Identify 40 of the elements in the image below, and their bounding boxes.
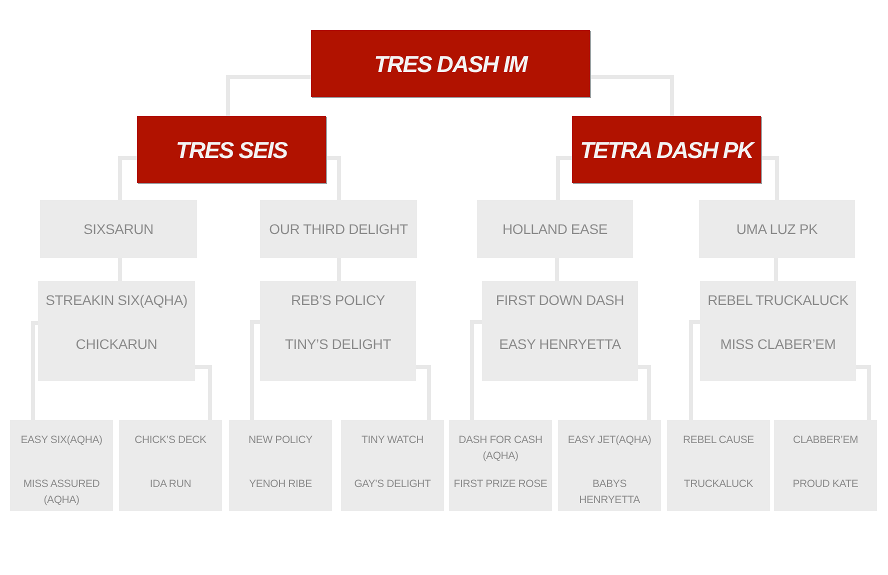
horse-name: IDA RUN (150, 477, 192, 492)
horse-name: CLABBER’EM (792, 433, 858, 448)
horse-name: TINY WATCH (362, 433, 424, 448)
horse-name: REB’S POLICY (290, 291, 386, 309)
horse-name: YENOH RIBE (249, 477, 312, 492)
connector-line (118, 156, 137, 200)
horse-name: TETRA DASH PK (580, 136, 753, 164)
horse-name: FIRST DOWN DASH (496, 291, 624, 309)
highlight-name-box (311, 30, 590, 97)
horse-name: REBEL CAUSE (683, 433, 754, 448)
horse-name: CHICKARUN (76, 335, 158, 353)
horse-name: SIXSARUN (84, 220, 154, 238)
horse-name: MISS ASSURED (AQHA) (22, 477, 101, 508)
horse-name: EASY JET(AQHA) (568, 433, 652, 448)
horse-name: TRUCKALUCK (684, 477, 754, 492)
connector-line (556, 156, 572, 200)
horse-name: NEW POLICY (248, 433, 312, 448)
horse-name: EASY SIX(AQHA) (20, 433, 102, 448)
horse-name: BABYS HENRYETTA (578, 477, 641, 508)
horse-name: OUR THIRD DELIGHT (269, 220, 408, 238)
horse-name: GAY’S DELIGHT (354, 477, 431, 492)
horse-name: EASY HENRYETTA (499, 335, 621, 353)
horse-name: TRES SEIS (176, 136, 288, 164)
highlight-name-box (137, 116, 326, 183)
horse-name: PROUD KATE (792, 477, 858, 492)
connector-line (590, 75, 674, 116)
highlight-name-box (572, 116, 761, 183)
horse-name: FIRST PRIZE ROSE (454, 477, 548, 492)
horse-name: DASH FOR CASH (AQHA) (458, 433, 544, 464)
horse-name: TINY’S DELIGHT (284, 335, 392, 353)
connector-line (761, 156, 779, 200)
connector-line (226, 75, 311, 116)
horse-name: MISS CLABER’EM (720, 335, 836, 353)
horse-name: STREAKIN SIX(AQHA) (46, 291, 188, 309)
horse-name: REBEL TRUCKALUCK (708, 291, 848, 309)
horse-name: HOLLAND EASE (502, 220, 608, 238)
horse-name: TRES DASH IM (374, 50, 527, 78)
horse-name: UMA LUZ PK (736, 220, 818, 238)
connector-line (326, 156, 341, 200)
horse-name: CHICK’S DECK (134, 433, 206, 448)
